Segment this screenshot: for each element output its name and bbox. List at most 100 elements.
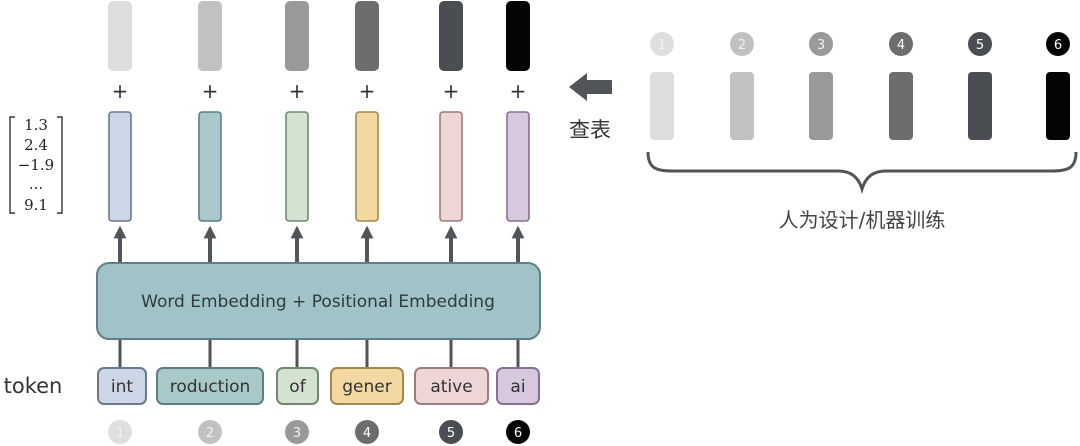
lookup-embedding-bar [650, 72, 674, 140]
lookup-index-dot [889, 32, 913, 56]
vector-left-bracket [9, 116, 15, 214]
token-text: of [289, 377, 306, 397]
plus-sign: + [510, 79, 527, 103]
lookup-index-dot [650, 32, 674, 56]
position-index-number: 2 [206, 426, 214, 441]
lookup-arrow: 查表 [569, 73, 612, 142]
token-box: ative [414, 367, 489, 405]
lookup-index-number: 4 [897, 38, 905, 53]
lookup-index-dot [1046, 32, 1070, 56]
position-embedding-bar [285, 1, 309, 71]
token-text: roduction [170, 377, 251, 397]
lookup-index-dot [730, 32, 754, 56]
position-index-dot [198, 420, 222, 444]
token-box: of [276, 367, 319, 405]
position-index-number: 5 [447, 426, 455, 441]
token-column: + [355, 1, 379, 368]
position-index-circle: 1 [108, 420, 132, 444]
position-index-circle: 2 [198, 420, 222, 444]
word-embedding-bar [506, 111, 530, 222]
position-embedding-bar [108, 1, 132, 71]
position-index-number: 3 [293, 426, 301, 441]
token-box-rect [156, 367, 264, 405]
position-lookup-table: 1 2 3 4 5 6 [650, 32, 1070, 140]
position-index-dot [506, 420, 530, 444]
token-box-rect [414, 367, 489, 405]
word-embedding-bar [439, 111, 463, 222]
token-box: roduction [156, 367, 264, 405]
vector-value: 9.1 [24, 196, 48, 214]
lookup-index-number: 2 [738, 38, 746, 53]
token-box-rect [276, 367, 319, 405]
lookup-label: 查表 [569, 118, 611, 142]
plus-sign: + [443, 79, 460, 103]
brace-caption: 人为设计/机器训练 [779, 208, 946, 232]
token-box-rect [330, 367, 404, 405]
plus-sign: + [359, 79, 376, 103]
position-embedding-bar [506, 1, 530, 71]
embedding-block-label: Word Embedding + Positional Embedding [141, 292, 495, 312]
word-embedding-bar [355, 111, 379, 222]
lookup-embedding-bar [1046, 72, 1070, 140]
position-index-number: 1 [116, 426, 124, 441]
lookup-index-dot [968, 32, 992, 56]
lookup-embedding-bar [809, 72, 833, 140]
token-row: int roduction of gener ative ai [97, 367, 540, 405]
token-text: gener [342, 377, 391, 397]
token-column: + [285, 1, 309, 368]
vector-value: 1.3 [24, 116, 48, 134]
token-column: + [439, 1, 463, 368]
position-index-number: 6 [514, 426, 522, 441]
token-column: + [198, 1, 222, 368]
token-columns: + + + + + + [108, 1, 530, 368]
position-index-dot [285, 420, 309, 444]
vector-value: −1.9 [18, 156, 54, 174]
bottom-position-indices: 1 2 3 4 5 6 [108, 420, 530, 444]
lookup-entry: 2 [730, 32, 754, 140]
position-index-number: 4 [363, 426, 371, 441]
lookup-entry: 3 [809, 32, 833, 140]
brace [646, 151, 1078, 195]
position-embedding-bar [355, 1, 379, 71]
lookup-index-number: 6 [1054, 38, 1062, 53]
position-embedding-bar [439, 1, 463, 71]
lookup-embedding-bar [889, 72, 913, 140]
position-index-circle: 3 [285, 420, 309, 444]
vector-column: 1.3 2.4 −1.9 ... 9.1 [9, 116, 63, 214]
position-index-circle: 4 [355, 420, 379, 444]
lookup-arrow-icon [569, 73, 612, 101]
vector-right-bracket [57, 116, 63, 214]
plus-sign: + [289, 79, 306, 103]
lookup-entry: 6 [1046, 32, 1070, 140]
lookup-index-number: 3 [817, 38, 825, 53]
token-box: int [97, 367, 147, 405]
position-embedding-bar [198, 1, 222, 71]
token-text: ai [510, 377, 525, 397]
plus-sign: + [112, 79, 129, 103]
vector-value: ... [29, 175, 43, 193]
word-embedding-bar [198, 111, 222, 222]
token-text: ative [430, 377, 472, 397]
token-box: ai [496, 367, 540, 405]
position-index-dot [355, 420, 379, 444]
vector-value: 2.4 [24, 136, 48, 154]
embedding-block-rect [96, 262, 541, 340]
token-box: gener [330, 367, 404, 405]
lookup-entry: 5 [968, 32, 992, 140]
position-index-dot [439, 420, 463, 444]
token-column: + [108, 1, 132, 368]
plus-sign: + [202, 79, 219, 103]
position-index-circle: 6 [506, 420, 530, 444]
position-index-dot [108, 420, 132, 444]
embedding-block: Word Embedding + Positional Embedding [96, 262, 541, 340]
token-box-rect [496, 367, 540, 405]
lookup-embedding-bar [730, 72, 754, 140]
token-box-rect [97, 367, 147, 405]
token-column: + [506, 1, 530, 368]
token-row-label: token [4, 374, 63, 398]
word-embedding-bar [285, 111, 309, 222]
lookup-embedding-bar [968, 72, 992, 140]
token-text: int [111, 377, 133, 397]
lookup-entry: 1 [650, 32, 674, 140]
